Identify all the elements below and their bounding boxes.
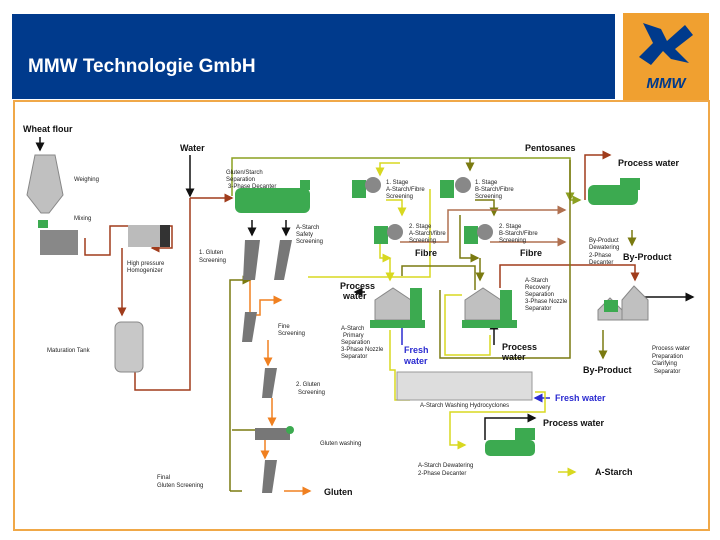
label-s2b-2: B-Starch/Fibre	[499, 231, 538, 237]
label-homogenizer-2: Homogenizer	[127, 268, 163, 274]
label-s2b-3: Screening	[499, 238, 526, 244]
label-process-water-top: Process water	[618, 158, 680, 168]
label-pw-mid-1: Process	[502, 342, 537, 352]
flow-lines	[35, 137, 695, 496]
label-gluten2-2: Screening	[298, 390, 325, 396]
label-decanter-3: 3-Phase Decanter	[228, 184, 276, 190]
label-bpd-1: By-Product	[589, 238, 619, 244]
diagram-frame	[13, 100, 710, 531]
label-bpd-3: 2-Phase	[589, 253, 612, 259]
label-fine-2: Screening	[278, 331, 305, 337]
equipment	[26, 154, 649, 493]
label-fibre-b: Fibre	[520, 248, 542, 258]
label-pentosanes: Pentosanes	[525, 143, 576, 153]
label-safety-3: Screening	[296, 239, 323, 245]
label-pri-4: 3-Phase Nozzle	[341, 347, 384, 353]
label-s1a-3: Screening	[386, 194, 413, 200]
label-weighing: Weighing	[74, 177, 99, 183]
labels: Wheat flour Weighing Mixing High pressur…	[23, 124, 690, 497]
label-gluten-washing: Gluten washing	[320, 441, 361, 447]
label-gluten: Gluten	[324, 487, 353, 497]
label-s2b-1: 2. Stage	[499, 224, 522, 230]
label-final-1: Final	[157, 475, 170, 481]
label-pw-mid-2: water	[501, 352, 526, 362]
label-clar-4: Separator	[654, 369, 680, 375]
label-s2a-3: Screening	[409, 238, 436, 244]
label-gluten1-2: Screening	[199, 258, 226, 264]
label-rec-2: Recovery	[525, 285, 550, 291]
label-hydrocyclones: A-Starch Washing Hydrocyclones	[420, 403, 509, 409]
label-s1a-1: 1. Stage	[386, 180, 409, 186]
label-a-starch: A-Starch	[595, 467, 633, 477]
label-dew-1: A-Starch Dewatering	[418, 463, 473, 469]
label-fresh-water-2b: water	[403, 356, 428, 366]
label-water: Water	[180, 143, 205, 153]
label-s1b-2: B-Starch/Fibre	[475, 187, 514, 193]
label-s2a-1: 2. Stage	[409, 224, 432, 230]
label-fibre-a: Fibre	[415, 248, 437, 258]
label-decanter-1: Gluten/Starch	[226, 170, 263, 176]
label-mixing: Mixing	[74, 216, 91, 222]
label-fine-1: Fine	[278, 324, 290, 330]
label-pri-1: A-Starch	[341, 326, 364, 332]
logo-cross-icon	[639, 23, 693, 65]
label-bpd-2: Dewatering	[589, 245, 619, 251]
label-pw-left-1: Process	[340, 281, 375, 291]
label-s2a-2: A-Starch/fibre	[409, 231, 446, 237]
label-clar-2: Preparation	[652, 354, 683, 360]
label-by-product-1: By-Product	[623, 252, 672, 262]
label-maturation: Maturation Tank	[47, 348, 91, 354]
label-pw-left-2: water	[342, 291, 367, 301]
logo-text: MMW	[646, 75, 686, 92]
label-wheat-flour: Wheat flour	[23, 124, 73, 134]
label-fresh-water: Fresh water	[555, 393, 606, 403]
title-band	[12, 14, 615, 99]
label-pri-2: Primary	[343, 333, 364, 339]
label-clar-1: Process water	[652, 346, 690, 352]
page-title: MMW Technologie GmbH	[28, 56, 256, 77]
label-rec-1: A-Starch	[525, 278, 548, 284]
label-rec-5: Separator	[525, 306, 551, 312]
label-gluten1-1: 1. Gluten	[199, 250, 223, 256]
label-homogenizer-1: High pressure	[127, 261, 165, 267]
label-clar-3: Clarifying	[652, 361, 677, 367]
label-dew-2: 2-Phase Decanter	[418, 471, 466, 477]
label-s1a-2: A-Starch/Fibre	[386, 187, 425, 193]
label-process-water-low: Process water	[543, 418, 605, 428]
label-pri-5: Separator	[341, 354, 367, 360]
label-rec-3: Separation	[525, 292, 554, 298]
label-pri-3: Separation	[341, 340, 370, 346]
mmw-logo: MMW	[623, 13, 709, 100]
label-safety-2: Safety	[296, 232, 313, 238]
label-s1b-1: 1. Stage	[475, 180, 498, 186]
label-rec-4: 3-Phase Nozzle	[525, 299, 568, 305]
label-s1b-3: Screening	[475, 194, 502, 200]
label-gluten2-1: 2. Gluten	[296, 382, 320, 388]
label-by-product-2: By-Product	[583, 365, 632, 375]
label-safety-1: A-Starch	[296, 225, 319, 231]
label-decanter-2: Separation	[226, 177, 255, 183]
label-fresh-water-2a: Fresh	[404, 345, 429, 355]
label-final-2: Gluten Screening	[157, 483, 203, 489]
label-bpd-4: Decanter	[589, 260, 613, 266]
